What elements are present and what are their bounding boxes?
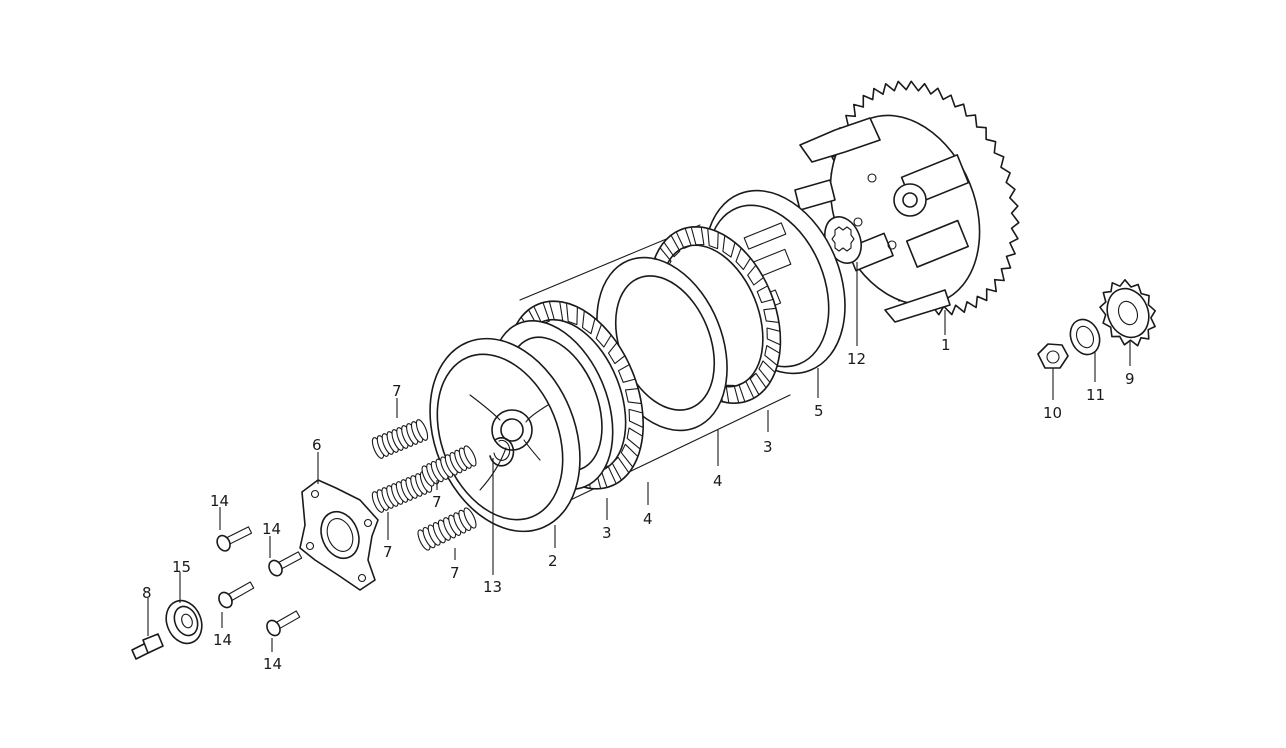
callout-9: 9 [1125,370,1135,388]
callout-14-mid: 14 [262,520,281,538]
part-nut [1037,343,1069,369]
callout-7-left: 7 [383,543,393,561]
part-bearing [165,599,203,645]
part-push-piece [131,633,164,660]
part-bolts [216,526,303,637]
callout-10: 10 [1043,404,1062,422]
callout-8: 8 [142,584,152,602]
part-clutch-outer-housing [794,80,1020,323]
callout-12: 12 [847,350,866,368]
callout-4-rear: 4 [713,472,723,490]
part-lifter-plate [299,479,379,591]
part-drive-gear [1099,279,1156,347]
callout-3-rear: 3 [763,438,773,456]
callout-7-mid: 7 [432,493,442,511]
part-washer [1069,318,1101,356]
part-pressure-plate [429,337,581,533]
callout-15: 15 [172,558,191,576]
callout-7-top: 7 [392,382,402,400]
callout-7-bottom: 7 [450,564,460,582]
callout-6: 6 [312,436,322,454]
part-circlip [489,437,515,467]
callout-13: 13 [483,578,502,596]
callout-1: 1 [941,336,951,354]
callout-5: 5 [814,402,824,420]
leader-lines [147,262,1131,652]
callout-labels: 1 2 3 3 4 4 5 6 7 7 7 7 8 9 10 11 12 13 … [142,336,1135,673]
callout-4-front: 4 [643,510,653,528]
callout-2: 2 [548,552,558,570]
callout-14-low: 14 [213,631,232,649]
part-splined-washer [824,216,862,264]
callout-3-front: 3 [602,524,612,542]
callout-11: 11 [1086,386,1105,404]
part-springs [371,419,477,551]
callout-14-top: 14 [210,492,229,510]
callout-14-bottom: 14 [263,655,282,673]
